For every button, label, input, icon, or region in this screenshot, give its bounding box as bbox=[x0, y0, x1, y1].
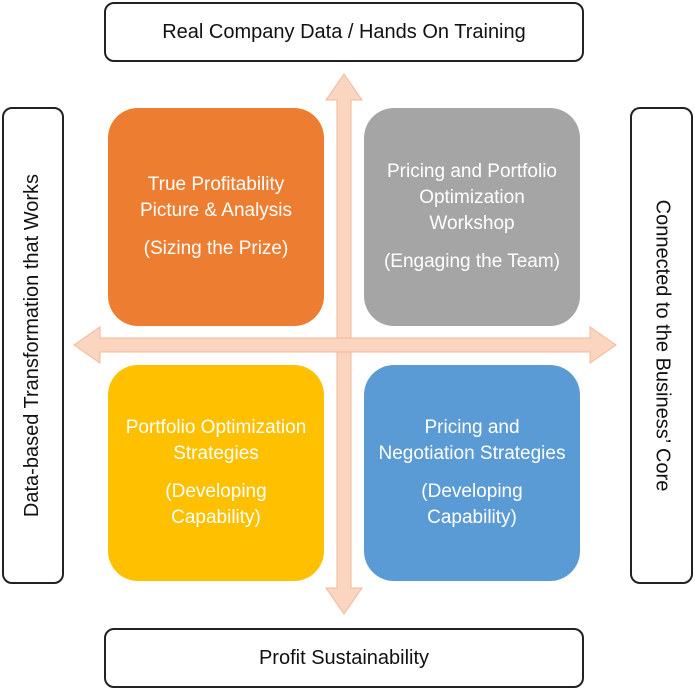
quadrant-title: Portfolio Optimization Strategies bbox=[125, 417, 307, 464]
quadrant-title: True Profitability Picture & Analysis bbox=[139, 174, 293, 221]
bottom-axis-text: Profit Sustainability bbox=[258, 646, 430, 669]
quadrant-subtitle: (Developing Capability) bbox=[165, 481, 267, 528]
quadrant-bottom-left: Portfolio Optimization Strategies (Devel… bbox=[108, 365, 324, 581]
left-axis-label: Data-based Transformation that Works bbox=[2, 107, 64, 584]
quadrant-title: Pricing and Negotiation Strategies bbox=[378, 417, 566, 464]
quadrant-top-right: Pricing and Portfolio Optimization Works… bbox=[364, 108, 580, 326]
top-axis-text: Real Company Data / Hands On Training bbox=[162, 20, 526, 43]
top-axis-label: Real Company Data / Hands On Training bbox=[104, 2, 584, 62]
quadrant-subtitle: (Sizing the Prize) bbox=[143, 238, 289, 259]
bottom-axis-label: Profit Sustainability bbox=[104, 628, 584, 688]
horizontal-double-arrow bbox=[73, 326, 617, 364]
quadrant-bottom-right: Pricing and Negotiation Strategies (Deve… bbox=[364, 365, 580, 581]
quadrant-subtitle: (Engaging the Team) bbox=[383, 251, 561, 272]
quadrant-title: Pricing and Portfolio Optimization Works… bbox=[386, 161, 558, 234]
left-axis-text: Data-based Transformation that Works bbox=[21, 173, 44, 518]
right-axis-text: Connected to the Business’ Core bbox=[651, 199, 673, 492]
right-axis-label: Connected to the Business’ Core bbox=[630, 107, 693, 584]
quadrant-subtitle: (Developing Capability) bbox=[421, 481, 523, 528]
quadrant-top-left: True Profitability Picture & Analysis (S… bbox=[108, 108, 324, 326]
